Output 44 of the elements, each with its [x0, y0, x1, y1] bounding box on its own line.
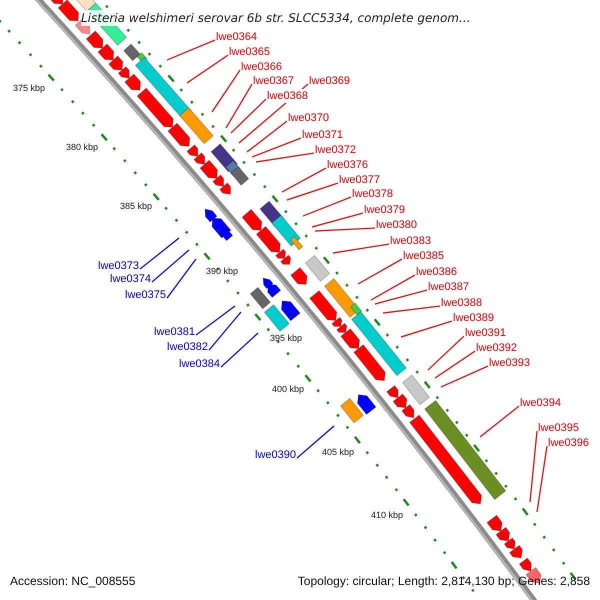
leader-line — [230, 98, 266, 134]
genome-info-text: Topology: circular; Length: 2,814,130 bp; Genes: 2,858 — [298, 574, 590, 589]
leader-line — [428, 336, 464, 370]
leader-line — [374, 290, 428, 305]
leader-line — [296, 426, 334, 459]
leader-line — [440, 366, 488, 388]
leader-line — [480, 406, 520, 438]
leader-line — [152, 250, 190, 283]
leader-line — [314, 227, 376, 232]
scale-label: 400 kbp — [272, 384, 304, 395]
map-title: Listeria welshimeri serovar 6b str. SLCC5334, complete genom... — [81, 10, 470, 26]
leader-line — [400, 320, 452, 338]
scale-label: 390 kbp — [206, 266, 238, 277]
scale-label: 375 kbp — [13, 83, 46, 94]
scale-label: 410 kbp — [371, 510, 404, 521]
leader-line — [252, 138, 302, 158]
scale-label: 385 kbp — [120, 201, 152, 212]
leader-line — [358, 258, 402, 285]
leader-line — [140, 238, 180, 270]
leader-line — [332, 243, 390, 254]
leader-line — [370, 274, 416, 301]
leader-line — [256, 152, 314, 163]
leader-line — [246, 120, 288, 152]
leader-line — [312, 212, 364, 228]
leader-line — [186, 54, 228, 84]
leader-line — [208, 312, 242, 350]
leader-line — [302, 196, 352, 217]
leader-line — [166, 258, 196, 298]
leader-line — [536, 446, 548, 512]
leader-line — [166, 40, 216, 61]
leader-line — [382, 305, 440, 314]
leader-line — [212, 70, 240, 112]
leader-line — [220, 332, 258, 368]
scale-label: 395 kbp — [270, 333, 302, 344]
gene-label: lwe0368 — [267, 89, 308, 103]
leader-line — [282, 168, 326, 193]
leader-line — [286, 182, 338, 201]
scale-label: 380 kbp — [66, 142, 98, 153]
leader-line — [529, 431, 538, 502]
accession-text: Accession: NC_008555 — [10, 574, 136, 589]
leader-line — [225, 84, 253, 128]
leader-line — [196, 306, 236, 336]
leader-line — [434, 350, 476, 378]
scale-label: 405 kbp — [322, 447, 354, 458]
